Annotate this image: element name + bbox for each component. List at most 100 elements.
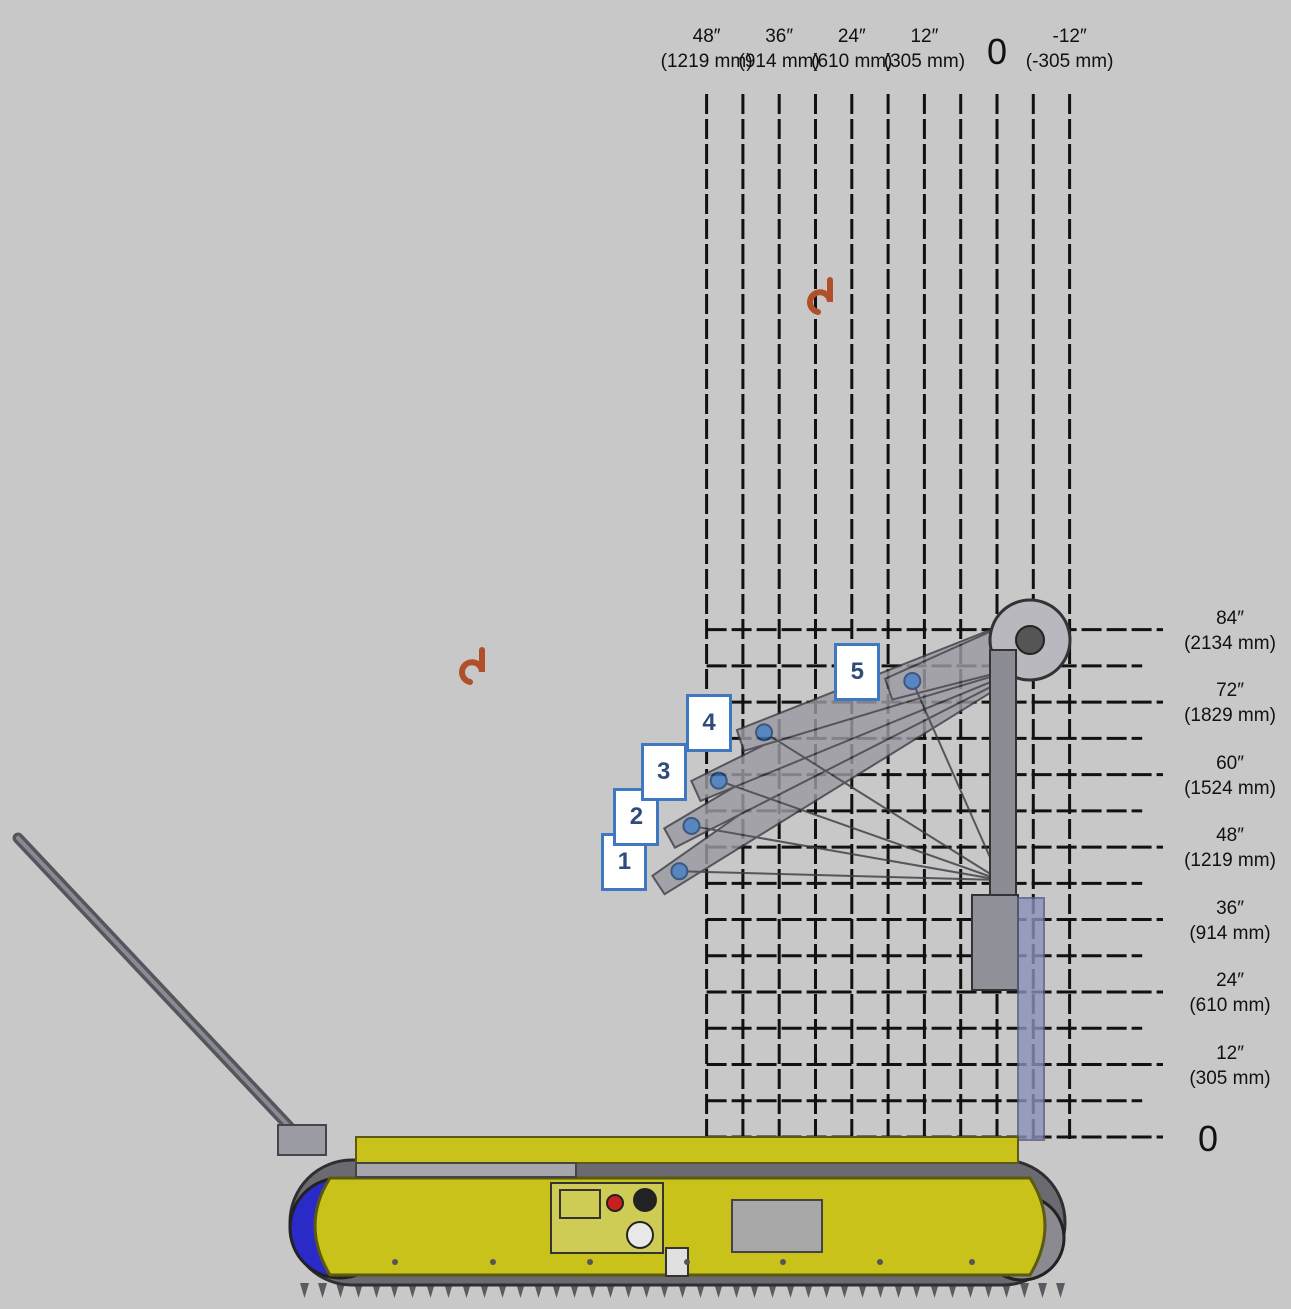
tread-tooth [516,1283,525,1298]
tread-tooth [696,1283,705,1298]
boom-group [651,615,1045,896]
x-axis-label-mm: (1219 mm) [660,51,753,72]
y-axis-label: 12″ (305 mm) [1178,1041,1282,1091]
tread-tooth [750,1283,759,1298]
y-axis-label-mm: (610 mm) [1189,995,1271,1017]
tread-tooth [624,1283,633,1298]
tread-tooth [984,1283,993,1298]
x-axis-label-mm: (914 mm) [738,51,820,72]
tread-tooth [444,1283,453,1298]
tread-tooth [354,1283,363,1298]
tread-tooth [1056,1283,1065,1298]
lift-cable [763,731,1001,881]
y-axis-label-inch: 0 [1198,1118,1219,1159]
x-axis-label-inch: 36″ [765,26,794,47]
grid [705,94,1163,1139]
y-axis-label-mm: (914 mm) [1189,922,1271,944]
tread-tooth [642,1283,651,1298]
boom-position-label: 4 [686,694,733,753]
y-axis-label-inch: 84″ [1216,607,1244,629]
tread-tooth [300,1283,309,1298]
tread-tooth [966,1283,975,1298]
tread-tooth [534,1283,543,1298]
tread-tooth [768,1283,777,1298]
boom-tip-marker [903,671,922,690]
tread-tooth [894,1283,903,1298]
bolt [392,1259,398,1265]
tread-tooth [408,1283,417,1298]
x-axis-label-inch: 0 [986,31,1008,72]
crane-mast [989,649,1017,901]
tread-tooth [480,1283,489,1298]
tread-tooth [588,1283,597,1298]
x-axis-label-mm: (-305 mm) [1025,51,1114,72]
boom-tip-marker [670,862,689,881]
boom-tip-marker [682,816,701,835]
y-axis-label-mm: (2134 mm) [1184,632,1276,654]
tread-tooth [804,1283,813,1298]
tread-tooth [426,1283,435,1298]
tread-tooth [840,1283,849,1298]
access-plate [731,1199,823,1253]
lift-cable [679,870,1001,881]
boom-position-label: 5 [834,642,881,701]
y-axis-label: 84″ (2134 mm) [1178,606,1282,656]
tread-tooth [390,1283,399,1298]
y-axis-label: 60″ (1524 mm) [1178,751,1282,801]
tread-tooth [732,1283,741,1298]
tread-tooth [1002,1283,1011,1298]
x-axis-label-mm: (610 mm) [811,51,893,72]
tread-tooth [606,1283,615,1298]
x-axis-zero-label: 0 [987,32,1007,72]
tread-tooth [912,1283,921,1298]
tread-tooth [462,1283,471,1298]
y-axis-label-inch: 36″ [1216,897,1244,919]
tread-tooth [714,1283,723,1298]
bolt [490,1259,496,1265]
y-axis-label: 36″ (914 mm) [1178,896,1282,946]
lift-cable [718,779,1001,881]
boom-position-label: 3 [640,742,687,801]
y-axis-label-mm: (1524 mm) [1184,777,1276,799]
y-axis-label: 72″ (1829 mm) [1178,678,1282,728]
tread-tooth [1020,1283,1029,1298]
handle-bracket [277,1124,327,1156]
mast-outline [1017,897,1045,1141]
chassis-slide-bar [355,1162,577,1178]
y-axis-label-inch: 12″ [1216,1042,1244,1064]
panel-plate [559,1189,601,1219]
x-axis-label: 12″(305 mm) [884,24,965,74]
tread-tooth [822,1283,831,1298]
tread-tooth [498,1283,507,1298]
y-axis-label-inch: 48″ [1216,825,1244,847]
lift-cable [911,680,1001,881]
tread-tooth [876,1283,885,1298]
bolt [969,1259,975,1265]
tread-tooth [786,1283,795,1298]
x-axis-label-inch: 24″ [837,26,866,47]
x-axis-label: 36″ (914 mm) [739,24,820,74]
tread-tooth [678,1283,687,1298]
hook-icon [807,277,833,315]
boom-tip-marker [755,723,774,742]
rear-handle-highlight [16,836,302,1140]
x-axis-label-mm: (305 mm) [883,51,966,72]
boom-tip-marker [709,771,728,790]
chassis-top-rail [355,1136,1019,1164]
tread-tooth [336,1283,345,1298]
tread-tooth [660,1283,669,1298]
y-axis-label-inch: 72″ [1216,680,1244,702]
y-axis-label-inch: 60″ [1216,752,1244,774]
tread-tooth [372,1283,381,1298]
y-axis-label-inch: 24″ [1216,970,1244,992]
power-switch-icon [606,1194,624,1212]
tread-tooth [858,1283,867,1298]
bolt [587,1259,593,1265]
x-axis-label: -12″(-305 mm) [1026,24,1114,74]
y-axis-label-mm: (1829 mm) [1184,705,1276,727]
x-axis-label: 48″(1219 mm) [661,24,753,74]
y-axis-label-mm: (305 mm) [1189,1067,1271,1089]
tread-tooth [1038,1283,1047,1298]
